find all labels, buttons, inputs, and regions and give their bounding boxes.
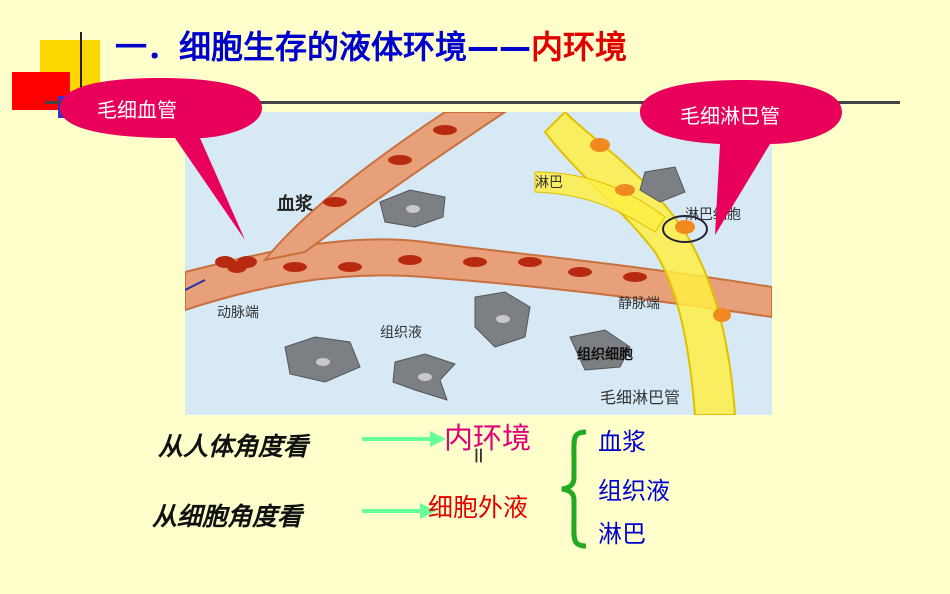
page-title: 一．细胞生存的液体环境——内环境 [115, 22, 627, 68]
callout-lymph-capillary: 毛细淋巴管 [680, 104, 780, 128]
from-cell-perspective: 从细胞角度看 [152, 502, 303, 531]
green-arrows [362, 431, 446, 519]
diagram-panel: 血浆 淋巴 淋巴细胞 动脉端 静脉端 组织液 组织细胞 毛细淋巴管 [185, 112, 772, 415]
internal-environment: 内环境 [444, 421, 532, 455]
label-tissue-fluid: 组织液 [380, 325, 422, 341]
label-vein-end: 静脉端 [618, 296, 660, 312]
label-plasma: 血浆 [277, 194, 313, 215]
equals-sign: = [465, 446, 491, 465]
component-lymph: 淋巴 [598, 520, 646, 548]
label-artery-end: 动脉端 [217, 305, 259, 321]
brace-icon [561, 429, 587, 549]
extracellular-fluid: 细胞外液 [428, 493, 529, 522]
deco-horizontal-line [45, 101, 900, 104]
from-body-perspective: 从人体角度看 [158, 432, 309, 461]
title-highlight: 内环境 [531, 28, 628, 66]
deco-vertical-line [80, 32, 82, 112]
component-plasma: 血浆 [598, 428, 646, 456]
title-main: 一．细胞生存的液体环境—— [115, 28, 532, 66]
callout-capillary: 毛细血管 [97, 98, 177, 122]
label-lymph-capillary: 毛细淋巴管 [600, 388, 681, 407]
label-tissue-cell: 组织细胞 [577, 347, 633, 363]
diagram-illustration [185, 112, 772, 415]
label-lymph: 淋巴 [535, 175, 563, 191]
component-tissue-fluid: 组织液 [598, 477, 670, 505]
